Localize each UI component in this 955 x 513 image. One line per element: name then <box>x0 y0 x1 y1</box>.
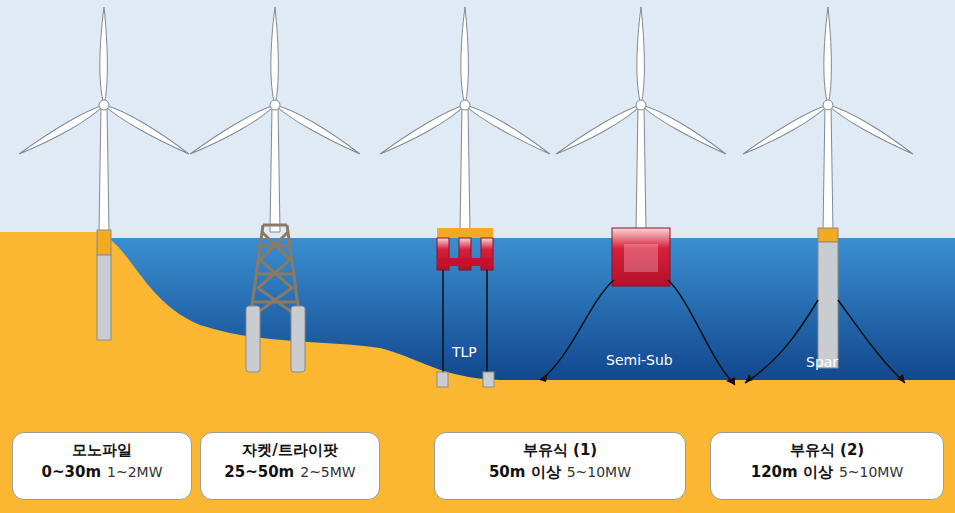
foundation-type: 부유식 (1) <box>445 439 675 461</box>
water-depth: 50m 이상 <box>489 463 561 481</box>
blade <box>741 102 830 158</box>
blade <box>17 102 106 158</box>
foundation-type: 부유식 (2) <box>721 439 933 461</box>
foundation-type: 자켓/트라이팟 <box>211 439 369 461</box>
water-depth: 25~50m <box>224 463 294 481</box>
tower <box>270 105 280 232</box>
blade <box>824 7 832 105</box>
blade <box>102 101 191 157</box>
turbine-capacity: 1~2MW <box>107 464 162 480</box>
blade <box>554 102 643 158</box>
type-label: TLP <box>452 344 477 360</box>
tower <box>460 105 470 232</box>
foundation-box: 부유식 (1) 50m 이상 5~10MW <box>434 432 686 500</box>
blade <box>271 7 279 105</box>
turbine-capacity: 5~10MW <box>567 464 631 480</box>
spec-line: 25~50m 2~5MW <box>211 461 369 483</box>
tower <box>99 105 109 232</box>
tower <box>636 105 646 232</box>
water-depth: 120m 이상 <box>751 463 833 481</box>
hub <box>460 100 470 110</box>
hub <box>270 100 280 110</box>
hub <box>636 100 646 110</box>
blade <box>461 7 469 105</box>
turbine-capacity: 2~5MW <box>300 464 355 480</box>
blade <box>100 7 108 105</box>
tower <box>823 105 833 232</box>
spec-line: 50m 이상 5~10MW <box>445 461 675 483</box>
blade <box>273 101 362 157</box>
foundation-type: 모노파일 <box>23 439 181 461</box>
blade <box>378 102 467 158</box>
hub <box>823 100 833 110</box>
blade <box>639 101 728 157</box>
foundation-box: 자켓/트라이팟 25~50m 2~5MW <box>200 432 380 500</box>
hub <box>99 100 109 110</box>
foundation-box: 부유식 (2) 120m 이상 5~10MW <box>710 432 944 500</box>
blade <box>463 101 552 157</box>
blade <box>188 102 277 158</box>
blade <box>637 7 645 105</box>
type-label: Spar <box>806 354 838 370</box>
foundation-box: 모노파일 0~30m 1~2MW <box>12 432 192 500</box>
turbine-capacity: 5~10MW <box>839 464 903 480</box>
water-depth: 0~30m <box>42 463 102 481</box>
type-label: Semi-Sub <box>606 352 673 368</box>
spec-line: 0~30m 1~2MW <box>23 461 181 483</box>
spec-line: 120m 이상 5~10MW <box>721 461 933 483</box>
blade <box>826 101 915 157</box>
